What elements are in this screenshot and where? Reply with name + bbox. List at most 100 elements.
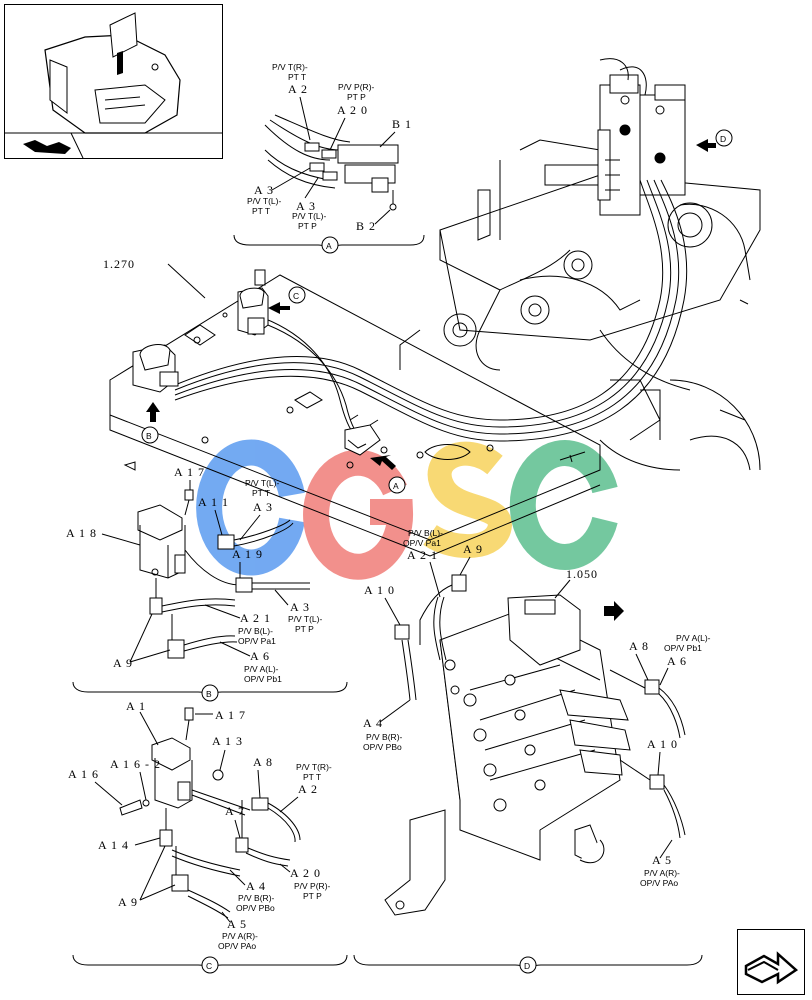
sc-pvbr: P/V B(R)- bbox=[238, 893, 275, 903]
excavator-frame bbox=[399, 139, 761, 471]
sb-pval2: OP/V Pb1 bbox=[244, 674, 282, 684]
sd-a21: A 2 1 bbox=[407, 548, 438, 562]
sd-pval2: OP/V Pb1 bbox=[664, 643, 702, 653]
sa-pvtr2: PT T bbox=[288, 72, 306, 82]
sb-a3b: A 3 bbox=[290, 600, 310, 614]
sc-pvtr: P/V T(R)- bbox=[296, 762, 332, 772]
sa-a3b: A 3 bbox=[296, 199, 316, 213]
sc-pvar2: OP/V PAo bbox=[218, 941, 256, 951]
sd-pvar2: OP/V PAo bbox=[640, 878, 678, 888]
section-a-letter: A bbox=[326, 241, 332, 251]
watermark bbox=[196, 439, 618, 580]
section-c-circle bbox=[201, 956, 219, 974]
sd-a9: A 9 bbox=[463, 542, 483, 556]
section-d-letter: D bbox=[524, 961, 530, 971]
arrow-to-b bbox=[146, 402, 160, 422]
sd-a10: A 1 0 bbox=[364, 583, 395, 597]
section-c-letter-main: C bbox=[293, 291, 299, 301]
machine-thumbnail-drawing bbox=[5, 12, 222, 159]
sa-pvtl: P/V T(L)- bbox=[247, 196, 281, 206]
hose-bundle bbox=[174, 58, 688, 442]
sc-pvpr2: PT P bbox=[303, 891, 322, 901]
arrow-to-a bbox=[370, 455, 396, 470]
sc-a8: A 8 bbox=[253, 755, 273, 769]
sc-pvar: P/V A(R)- bbox=[222, 931, 258, 941]
section-b-circle-main bbox=[141, 426, 159, 444]
sb-pvbl: P/V B(L)- bbox=[238, 626, 273, 636]
pilot-valve-left bbox=[132, 344, 179, 393]
sd-pvar: P/V A(R)- bbox=[644, 868, 680, 878]
section-d-letter-main: D bbox=[720, 134, 726, 144]
sa-a2: A 2 bbox=[288, 82, 308, 96]
watermark-letter-c1 bbox=[196, 439, 305, 576]
sd-pvbr2: OP/V PBo bbox=[363, 742, 402, 752]
section-d-detail: 1.050 P/V B(L)- OP/V Pa1 A 2 1 A 9 A 1 0… bbox=[353, 528, 711, 974]
ref-1270-label: 1.270 bbox=[103, 257, 135, 271]
upper-valve-block bbox=[597, 74, 686, 216]
watermark-letter-g bbox=[303, 449, 414, 580]
next-page-nav[interactable] bbox=[737, 929, 805, 995]
view-arrows: C B A D bbox=[141, 129, 733, 621]
section-a-detail: P/V T(R)- PT T A 2 P/V P(R)- PT P A 2 0 … bbox=[233, 62, 425, 254]
section-c-detail: A 1 A 1 7 A 1 3 A 1 6 A 1 6 - 2 A 8 P/V … bbox=[68, 699, 348, 974]
sb-pvbl2: OP/V Pa1 bbox=[238, 636, 276, 646]
sa-pvtl-b2: PT P bbox=[298, 221, 317, 231]
section-c-circle-main bbox=[288, 286, 306, 304]
watermark-letter-s bbox=[423, 441, 513, 559]
sb-a9: A 9 bbox=[113, 656, 133, 670]
watermark-letter-c2 bbox=[509, 440, 618, 570]
machine-thumbnail bbox=[4, 4, 223, 159]
section-d-circle bbox=[519, 956, 537, 974]
section-c-letter: C bbox=[206, 961, 212, 971]
section-a-circle bbox=[321, 236, 339, 254]
sd-a6: A 6 bbox=[667, 654, 687, 668]
sa-a20: A 2 0 bbox=[337, 103, 368, 117]
arrow-to-c bbox=[268, 302, 290, 314]
sc-a16: A 1 6 bbox=[68, 767, 99, 781]
sd-a4: A 4 bbox=[363, 716, 383, 730]
sd-a5: A 5 bbox=[652, 853, 672, 867]
sc-pvbr2: OP/V PBo bbox=[236, 903, 275, 913]
section-b-circle bbox=[201, 684, 219, 702]
section-b-detail: A 1 7 P/V T(L)- PT T A 1 1 A 3 A 1 8 A 1… bbox=[66, 465, 348, 702]
sb-a17: A 1 7 bbox=[174, 465, 205, 479]
cab-platform bbox=[109, 269, 601, 557]
sb-a21: A 2 1 bbox=[240, 611, 271, 625]
sa-pvpr: P/V P(R)- bbox=[338, 82, 375, 92]
sa-pvtl-b: P/V T(L)- bbox=[292, 211, 326, 221]
sd-a10b: A 1 0 bbox=[647, 737, 678, 751]
sc-a7: A 7 bbox=[225, 804, 245, 818]
sa-pvpr2: PT P bbox=[347, 92, 366, 102]
sb-pvtl-p2: PT P bbox=[295, 624, 314, 634]
sc-a20: A 2 0 bbox=[290, 866, 321, 880]
sb-pvtl-p: P/V T(L)- bbox=[288, 614, 322, 624]
sb-a3: A 3 bbox=[253, 500, 273, 514]
ref-1270: 1.270 bbox=[103, 257, 206, 299]
sc-a2: A 2 bbox=[298, 782, 318, 796]
next-arrow-icon bbox=[744, 951, 799, 985]
sa-pvtr: P/V T(R)- bbox=[272, 62, 308, 72]
ref-1050-label: 1.050 bbox=[566, 567, 598, 581]
sb-a18: A 1 8 bbox=[66, 526, 97, 540]
sc-a14: A 1 4 bbox=[98, 838, 129, 852]
section-b-letter-main: B bbox=[146, 431, 152, 441]
sc-pvtr2: PT T bbox=[303, 772, 321, 782]
sd-a8: A 8 bbox=[629, 639, 649, 653]
pilot-valve-right bbox=[237, 287, 269, 336]
sa-pvtl2: PT T bbox=[252, 206, 270, 216]
sb-pvtl: P/V T(L)- bbox=[245, 478, 279, 488]
sd-pvbl2: OP/V Pa1 bbox=[403, 538, 441, 548]
center-connector bbox=[344, 424, 381, 456]
section-a-circle-main bbox=[388, 476, 406, 494]
sb-a6: A 6 bbox=[250, 649, 270, 663]
sb-a19: A 1 9 bbox=[232, 547, 263, 561]
section-a-letter-main: A bbox=[393, 481, 399, 491]
sb-pvtl2: PT T bbox=[252, 488, 270, 498]
arrow-d-side bbox=[604, 601, 624, 621]
sc-a5: A 5 bbox=[227, 917, 247, 931]
section-b-letter: B bbox=[206, 689, 212, 699]
sd-pvbl: P/V B(L)- bbox=[408, 528, 443, 538]
sd-pvbr: P/V B(R)- bbox=[366, 732, 403, 742]
sb-a11: A 1 1 bbox=[198, 495, 229, 509]
